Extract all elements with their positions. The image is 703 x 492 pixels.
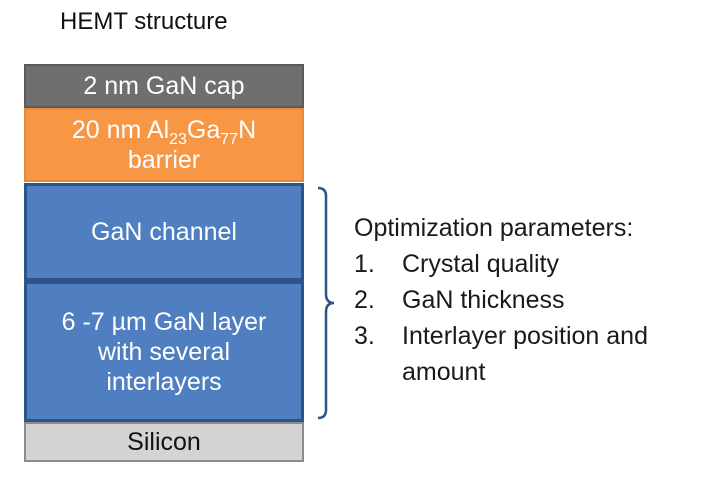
silicon-label: Silicon	[127, 428, 201, 456]
list-number: 3.	[354, 322, 375, 350]
right-brace-icon	[317, 186, 335, 420]
barrier-al: 20 nm Al	[71, 116, 170, 144]
list-number: 2.	[354, 286, 375, 314]
buffer-label-line3: interlayers	[106, 367, 222, 396]
gan-channel-label: GaN channel	[91, 218, 237, 246]
silicon-substrate-layer: Silicon	[24, 422, 304, 462]
list-text: GaN thickness	[402, 286, 565, 314]
barrier-ga: Ga	[186, 116, 221, 144]
list-text: Interlayer position and amount	[402, 322, 648, 386]
list-text: Crystal quality	[402, 250, 559, 278]
barrier-n: N	[238, 116, 257, 144]
buffer-label-line1: 6 -7 µm GaN layer	[61, 307, 267, 336]
barrier-ga-subscript: 77	[220, 131, 239, 148]
list-number: 1.	[354, 250, 375, 278]
gan-channel-layer: GaN channel	[24, 183, 304, 281]
gan-buffer-layer: 6 -7 µm GaN layer with several interlaye…	[24, 281, 304, 422]
diagram-title: HEMT structure	[60, 8, 228, 35]
list-item: 1. Crystal quality	[354, 246, 699, 282]
barrier-label-line1: 20 nm Al23Ga77N	[71, 115, 257, 148]
barrier-label-line2: barrier	[127, 146, 201, 174]
optimization-parameters: Optimization parameters: 1. Crystal qual…	[354, 210, 699, 390]
gan-cap-layer: 2 nm GaN cap	[24, 64, 304, 108]
gan-cap-label: 2 nm GaN cap	[83, 72, 245, 100]
buffer-label-line2: with several	[98, 337, 230, 366]
barrier-al-subscript: 23	[169, 131, 187, 148]
algan-barrier-layer: 20 nm Al23Ga77N barrier	[24, 108, 304, 182]
parameters-heading: Optimization parameters:	[354, 214, 634, 242]
list-item: 2. GaN thickness	[354, 282, 699, 318]
list-item: 3. Interlayer position and amount	[354, 318, 699, 390]
